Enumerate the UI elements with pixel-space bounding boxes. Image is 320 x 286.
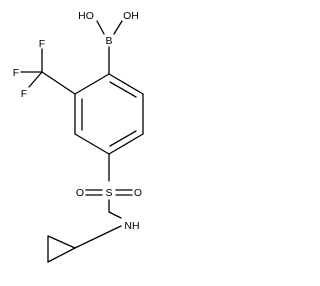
molecule-drawing: HO OH B F F F S O O NH xyxy=(13,10,144,263)
bond-ring-double-b xyxy=(109,130,137,147)
structure-diagram: HO OH B F F F S O O NH xyxy=(13,10,144,263)
bond-ring-double-c xyxy=(109,81,137,98)
label-oxygen-left: O xyxy=(76,187,84,199)
bond-b-oh-left xyxy=(96,20,105,35)
label-fluorine-bottom: F xyxy=(21,88,27,100)
bond-ring-cf3 xyxy=(41,71,76,95)
bond-ring-4-5 xyxy=(108,133,144,155)
label-hydroxyl-right: OH xyxy=(123,10,139,22)
label-fluorine-left: F xyxy=(13,67,19,79)
label-boron: B xyxy=(105,35,112,47)
label-amine: NH xyxy=(124,220,139,232)
bond-c-f-bottom xyxy=(28,71,43,88)
bond-ring-3-4 xyxy=(74,133,110,155)
bond-b-oh-right xyxy=(113,20,123,35)
label-hydroxyl-left: HO xyxy=(78,10,94,22)
label-sulfur: S xyxy=(105,187,112,199)
bond-s-nh xyxy=(108,211,122,219)
label-oxygen-right: O xyxy=(134,187,142,199)
bond-n-cyclopropyl xyxy=(74,225,122,249)
label-fluorine-top: F xyxy=(39,38,45,50)
bond-ring-1-2 xyxy=(74,73,110,95)
bond-cyclopropyl-3 xyxy=(47,247,76,263)
bond-cyclopropyl-1 xyxy=(47,235,76,249)
bond-ring-6-1 xyxy=(108,73,144,95)
